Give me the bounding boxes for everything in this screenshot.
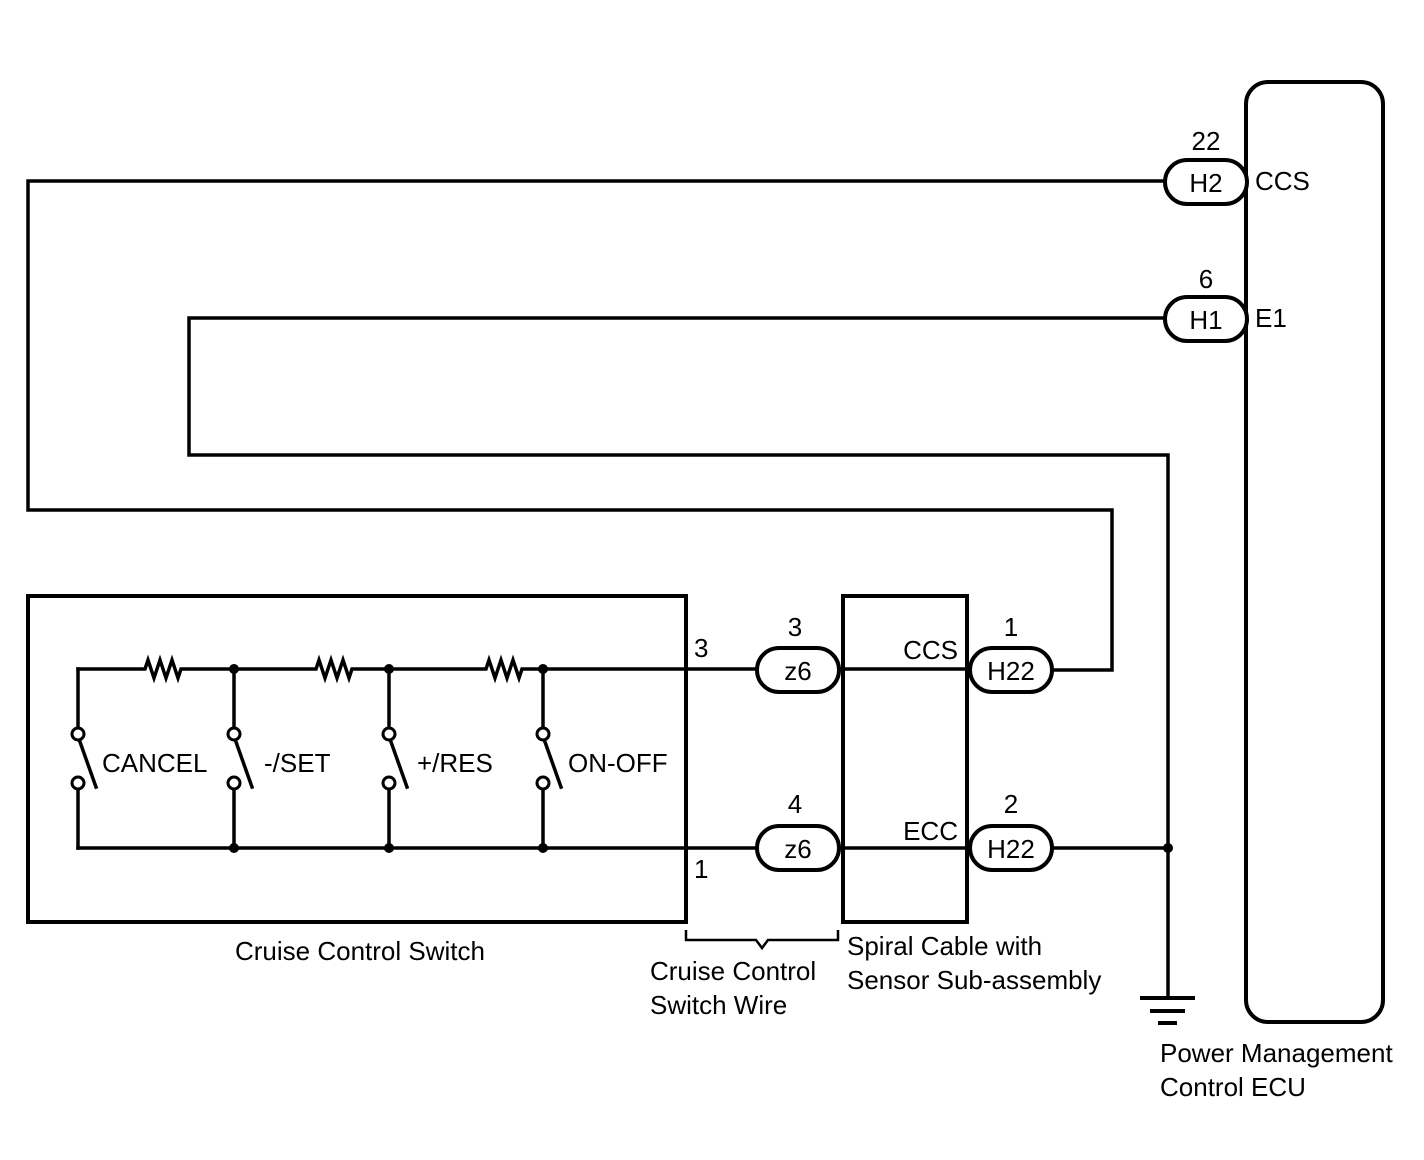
ground-icon xyxy=(1140,996,1195,1025)
switch-res-label: +/RES xyxy=(417,748,493,778)
power-management-ecu: Power Management Control ECU xyxy=(1160,80,1393,1102)
switch-pin-1: 1 xyxy=(694,854,708,884)
switch-pin-3: 3 xyxy=(694,633,708,663)
wire-harness-label-line1: Cruise Control xyxy=(650,956,816,986)
wire-e1 xyxy=(187,316,1170,999)
ground-junction-dot xyxy=(1163,843,1173,853)
ecu-body xyxy=(1244,80,1385,1024)
spiral-cable-label-line1: Spiral Cable with xyxy=(847,931,1042,961)
spiral-terminal-ecc: ECC xyxy=(903,816,958,846)
ecu-connector-h1: H1 6 E1 xyxy=(1163,264,1287,343)
switch-set: -/SET xyxy=(226,667,331,850)
cruise-control-switch: CANCEL -/SET +/RES ON-OFF 3 1 xyxy=(26,594,759,966)
switch-res: +/RES xyxy=(381,667,493,850)
connector-z6-top: z6 3 xyxy=(755,612,841,694)
connector-h22-pin1-label: H22 xyxy=(987,656,1035,686)
connector-h22-pin2: H22 2 xyxy=(968,789,1054,872)
connector-h22-pin2-label: H22 xyxy=(987,834,1035,864)
wire-ccs xyxy=(26,179,1167,672)
connector-h22-pin1: H22 1 xyxy=(968,612,1054,694)
connector-z6-bottom: z6 4 xyxy=(755,789,841,872)
connector-z6-bottom-label: z6 xyxy=(784,834,811,864)
connector-h22-pin2-number: 2 xyxy=(1004,789,1018,819)
connector-h22-pin1-number: 1 xyxy=(1004,612,1018,642)
wire-harness-label-line2: Switch Wire xyxy=(650,990,787,1020)
spiral-cable-label-line2: Sensor Sub-assembly xyxy=(847,965,1101,995)
switch-top-rail xyxy=(76,654,759,684)
connector-h1-label: H1 xyxy=(1189,305,1222,335)
switch-assembly-label: Cruise Control Switch xyxy=(235,936,485,966)
spiral-terminal-ccs: CCS xyxy=(903,635,958,665)
switch-set-label: -/SET xyxy=(264,748,331,778)
ecu-label-line1: Power Management xyxy=(1160,1038,1393,1068)
switch-on-off-label: ON-OFF xyxy=(568,748,668,778)
wire-harness-bracket xyxy=(684,930,840,951)
connector-h1-pin: 6 xyxy=(1199,264,1213,294)
connector-h2-pin: 22 xyxy=(1192,126,1221,156)
spiral-cable-sub-assembly: CCS ECC Spiral Cable with Sensor Sub-ass… xyxy=(841,594,1101,995)
switch-on-off: ON-OFF xyxy=(535,667,668,850)
switch-cancel: CANCEL xyxy=(70,667,207,850)
connector-z6-top-pin: 3 xyxy=(788,612,802,642)
connector-h2-label: H2 xyxy=(1189,168,1222,198)
ecu-label-line2: Control ECU xyxy=(1160,1072,1306,1102)
switch-box xyxy=(26,594,688,924)
switch-cancel-label: CANCEL xyxy=(102,748,207,778)
ecu-connector-h2: H2 22 CCS xyxy=(1163,126,1310,206)
connector-z6-top-label: z6 xyxy=(784,656,811,686)
spiral-cable-box xyxy=(841,594,969,924)
ecu-terminal-e1: E1 xyxy=(1255,303,1287,333)
ecu-terminal-ccs: CCS xyxy=(1255,166,1310,196)
connector-z6-bottom-pin: 4 xyxy=(788,789,802,819)
